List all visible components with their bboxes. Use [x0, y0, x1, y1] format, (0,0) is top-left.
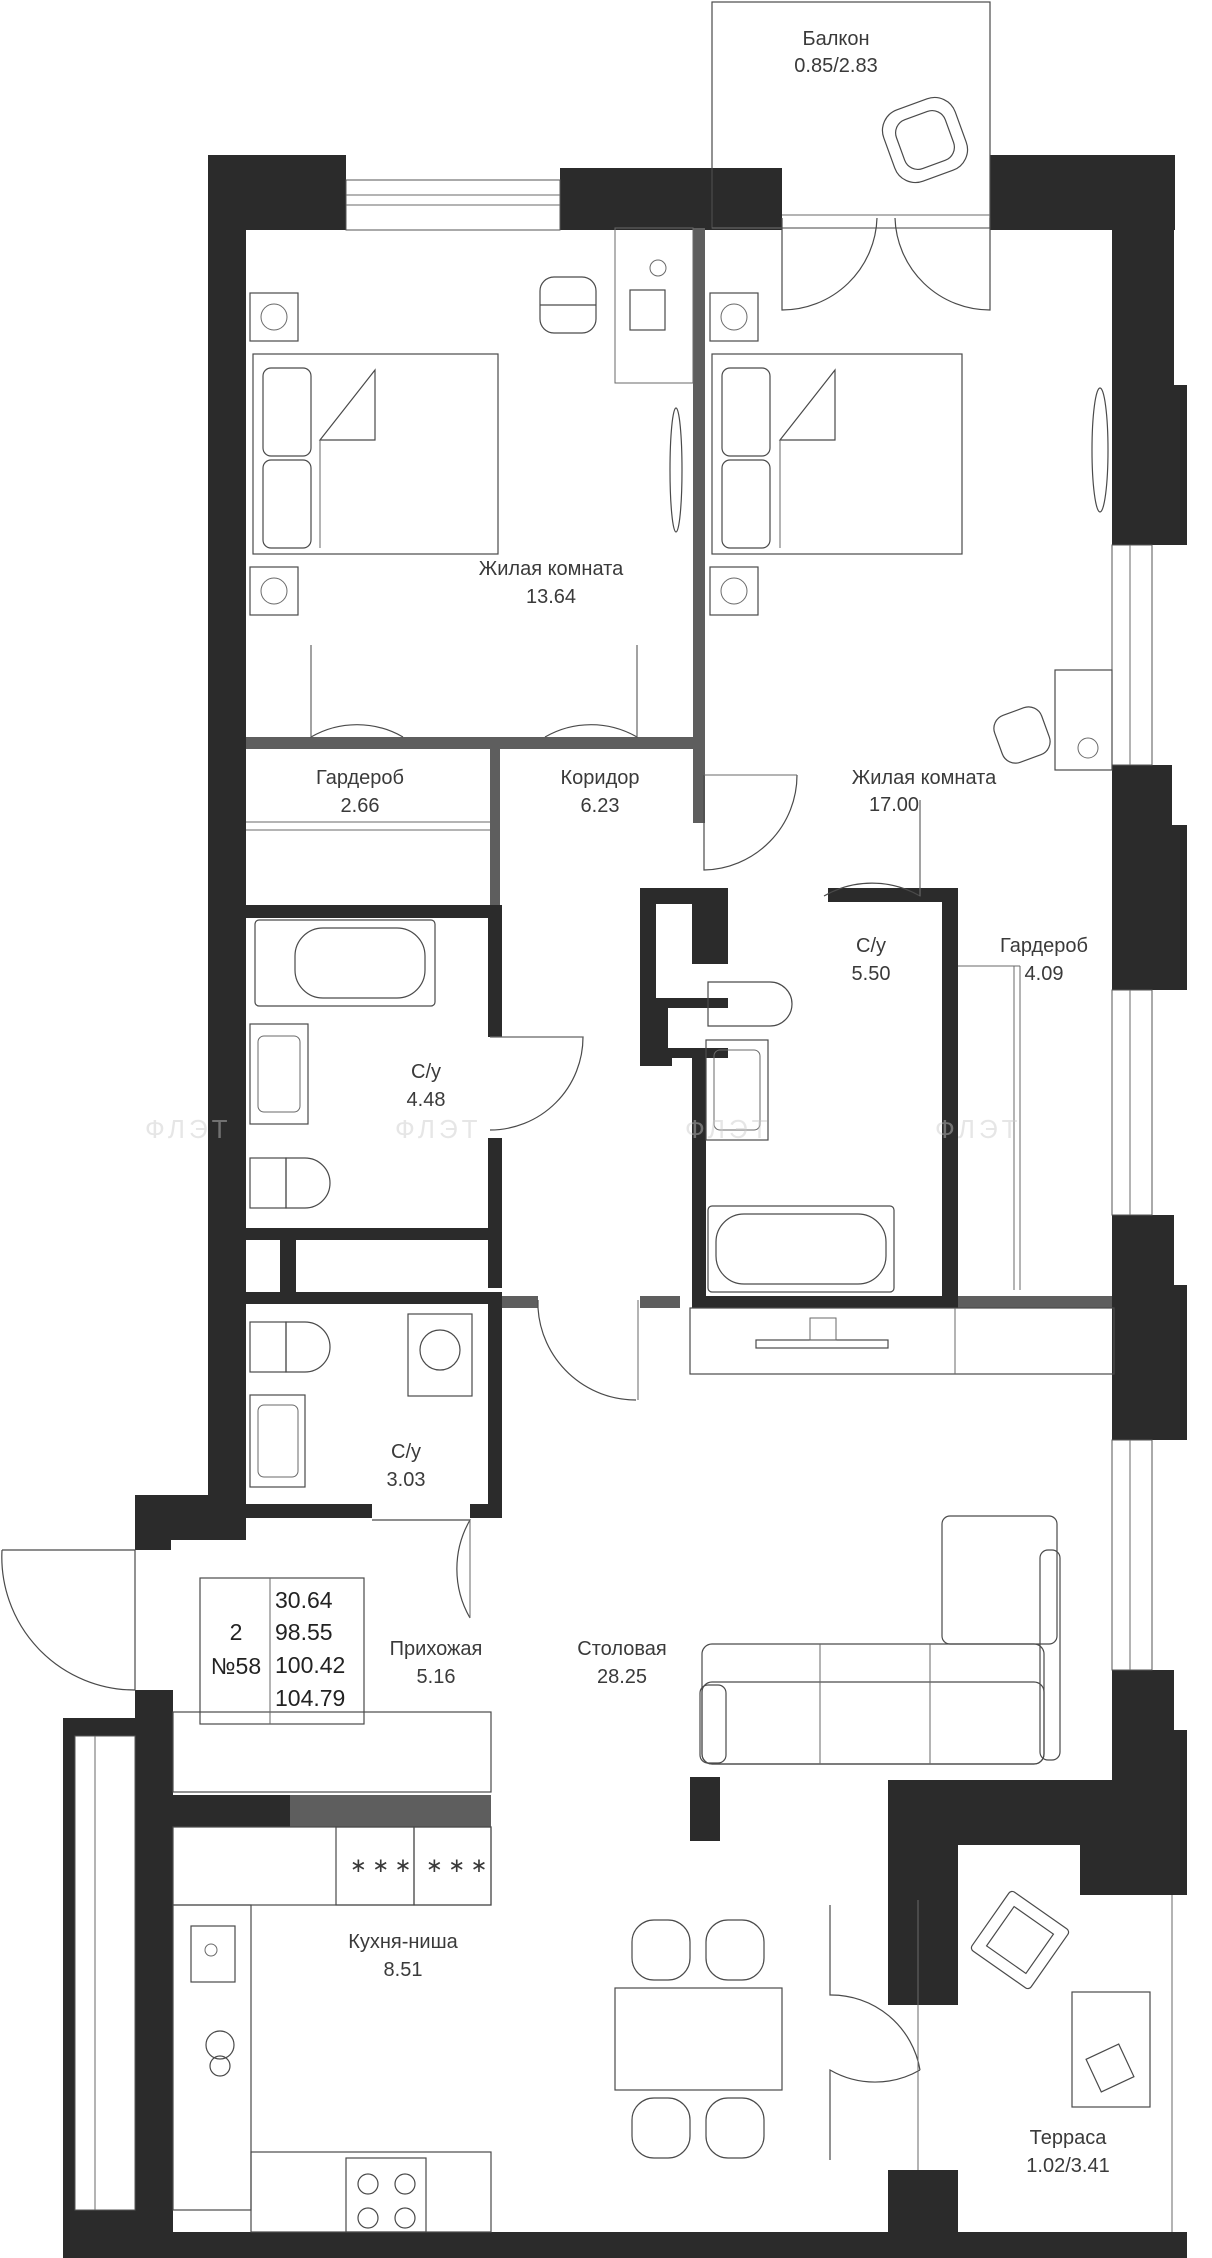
balcony [711, 1, 991, 311]
room-bath1-name: С/у [411, 1061, 441, 1083]
room-terrace-name: Терраса [1030, 2127, 1108, 2149]
info-rooms-count: 2 [230, 1619, 243, 1645]
svg-text:∗ ∗ ∗: ∗ ∗ ∗ [350, 1855, 411, 1877]
room-kitchen-name: Кухня-ниша [348, 1931, 458, 1953]
room-wardrobe2-area: 4.09 [1025, 963, 1064, 985]
room-terrace-area: 1.02/3.41 [1026, 2155, 1109, 2177]
room-wardrobe1-area: 2.66 [341, 795, 380, 817]
info-area-3: 100.42 [275, 1652, 345, 1678]
room-balcony-area: 0.85/2.83 [794, 55, 877, 77]
watermark-2: ФЛЭТ [395, 1114, 482, 1144]
info-box: 2 №58 30.64 98.55 100.42 104.79 [199, 1577, 365, 1725]
room-bath3-name: С/у [391, 1441, 421, 1463]
room-dining-area: 28.25 [597, 1666, 647, 1688]
furniture: ∗ ∗ ∗ ∗ ∗ ∗ [172, 259, 1173, 2233]
partitions [173, 227, 1112, 1841]
watermark-4: ФЛЭТ [935, 1114, 1022, 1144]
doors [1, 645, 921, 2170]
info-area-2: 98.55 [275, 1619, 333, 1645]
outer-walls [63, 155, 1187, 2258]
room-bath2-area: 5.50 [852, 963, 891, 985]
room-corridor-area: 6.23 [581, 795, 620, 817]
room-hallway-area: 5.16 [417, 1666, 456, 1688]
info-area-4: 104.79 [275, 1685, 345, 1711]
windows [74, 179, 1153, 2211]
room-kitchen-area: 8.51 [384, 1959, 423, 1981]
info-apartment-number: №58 [211, 1653, 261, 1679]
room-balcony-name: Балкон [802, 28, 869, 50]
room-bath1-area: 4.48 [407, 1089, 446, 1111]
room-dining-name: Столовая [577, 1638, 666, 1660]
info-area-1: 30.64 [275, 1587, 333, 1613]
room-bath3-area: 3.03 [387, 1469, 426, 1491]
room-labels: Балкон 0.85/2.83 Жилая комната 13.64 Жил… [316, 28, 1110, 2177]
room-hallway-name: Прихожая [390, 1638, 483, 1660]
room-bedroom2-name: Жилая комната [852, 767, 997, 789]
room-bedroom1-area: 13.64 [526, 586, 576, 608]
room-bath2-name: С/у [856, 935, 886, 957]
room-wardrobe1-name: Гардероб [316, 767, 404, 789]
watermark-3: ФЛЭТ [685, 1114, 772, 1144]
watermarks: ФЛЭТ ФЛЭТ ФЛЭТ ФЛЭТ [145, 1114, 1022, 1144]
watermark-1: ФЛЭТ [145, 1114, 232, 1144]
room-corridor-name: Коридор [561, 767, 640, 789]
svg-text:∗ ∗ ∗: ∗ ∗ ∗ [426, 1855, 487, 1877]
room-bedroom2-area: 17.00 [869, 794, 919, 816]
room-wardrobe2-name: Гардероб [1000, 935, 1088, 957]
room-bedroom1-name: Жилая комната [479, 558, 624, 580]
